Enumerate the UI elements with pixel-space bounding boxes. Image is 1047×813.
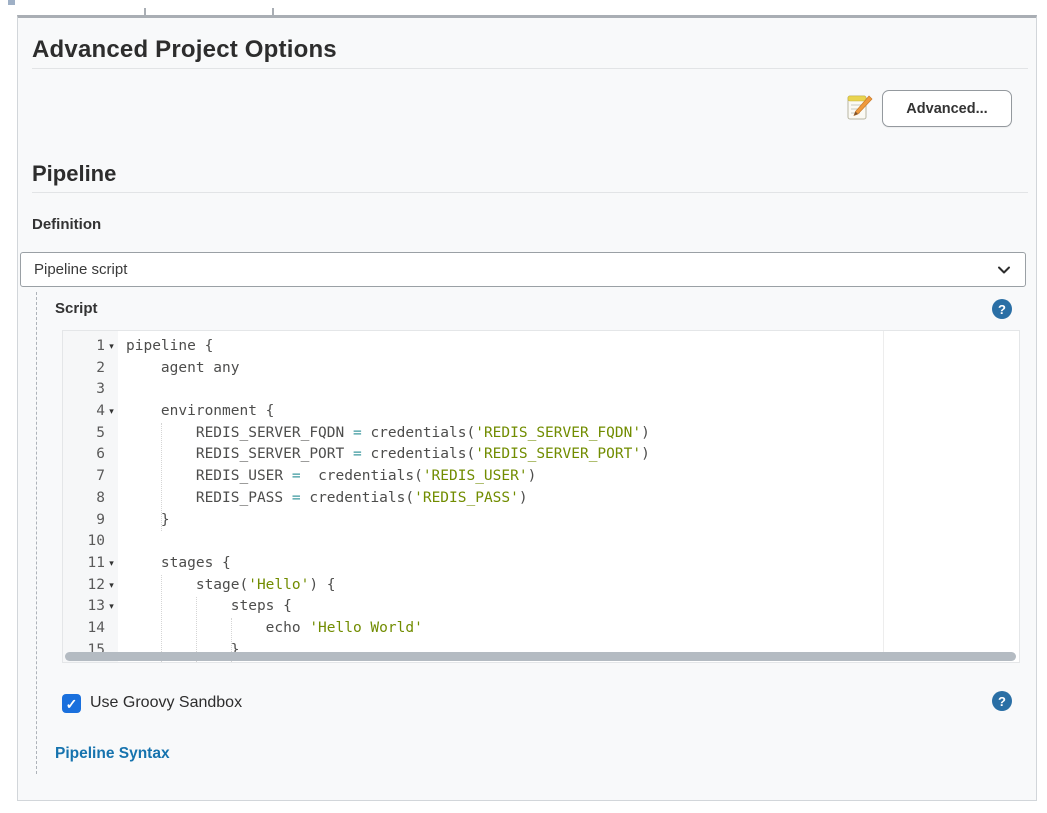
code-line[interactable]: 12▾ stage('Hello') { <box>63 575 1019 597</box>
pipeline-syntax-link[interactable]: Pipeline Syntax <box>55 745 170 762</box>
code-line[interactable]: 9 } <box>63 510 1019 532</box>
sandbox-help-icon[interactable]: ? <box>992 691 1012 711</box>
code-line[interactable]: 13▾ steps { <box>63 596 1019 618</box>
code-text: REDIS_SERVER_FQDN = credentials('REDIS_S… <box>126 424 650 441</box>
line-number: 2 <box>96 359 105 376</box>
definition-label: Definition <box>32 216 102 233</box>
code-text: stages { <box>126 554 231 571</box>
fold-arrow-icon[interactable]: ▾ <box>109 406 114 417</box>
code-text: REDIS_USER = credentials('REDIS_USER') <box>126 468 537 485</box>
tab-divider-tick <box>144 8 146 18</box>
code-line[interactable]: 4▾ environment { <box>63 401 1019 423</box>
line-number: 8 <box>96 489 105 506</box>
code-text: REDIS_SERVER_PORT = credentials('REDIS_S… <box>126 446 650 463</box>
line-number: 10 <box>87 533 105 550</box>
line-number: 3 <box>96 381 105 398</box>
indent-guide <box>196 597 197 662</box>
code-text: } <box>126 511 170 528</box>
code-line[interactable]: 5 REDIS_SERVER_FQDN = credentials('REDIS… <box>63 423 1019 445</box>
section-divider <box>32 68 1028 69</box>
groovy-sandbox-label: Use Groovy Sandbox <box>90 694 243 711</box>
checkmark-icon: ✓ <box>65 695 78 712</box>
line-number: 14 <box>87 619 105 636</box>
chevron-down-icon <box>998 266 1010 274</box>
groovy-sandbox-checkbox[interactable]: ✓ <box>62 694 81 713</box>
code-text: steps { <box>126 598 292 615</box>
indent-guide <box>161 423 162 531</box>
horizontal-scrollbar[interactable] <box>65 652 1016 661</box>
help-glyph: ? <box>998 693 1006 709</box>
code-line[interactable]: 1▾ pipeline { <box>63 336 1019 358</box>
line-number: 6 <box>96 446 105 463</box>
editor-gutter <box>63 331 118 662</box>
print-margin-ruler <box>883 331 884 653</box>
line-number: 13▾ <box>63 596 118 618</box>
top-left-artifact <box>8 0 15 5</box>
code-line[interactable]: 3 <box>63 379 1019 401</box>
line-number: 5 <box>96 424 105 441</box>
fold-arrow-icon[interactable]: ▾ <box>109 341 114 351</box>
code-text: pipeline { <box>126 338 214 354</box>
code-line[interactable]: 11▾ stages { <box>63 553 1019 575</box>
script-label: Script <box>55 300 98 317</box>
code-line[interactable]: 2 agent any <box>63 358 1019 380</box>
line-number: 12▾ <box>63 575 118 597</box>
code-line[interactable]: 7 REDIS_USER = credentials('REDIS_USER') <box>63 466 1019 488</box>
advanced-button[interactable]: Advanced... <box>882 90 1012 127</box>
fold-arrow-icon[interactable]: ▾ <box>109 579 114 590</box>
line-number: 7 <box>96 468 105 485</box>
code-text: environment { <box>126 403 275 420</box>
code-line[interactable]: 8 REDIS_PASS = credentials('REDIS_PASS') <box>63 488 1019 510</box>
line-number: 11▾ <box>63 553 118 575</box>
section-divider <box>32 192 1028 193</box>
tab-divider-tick <box>272 8 274 18</box>
line-number: 9 <box>96 511 105 528</box>
code-text <box>118 531 126 553</box>
code-text: REDIS_PASS = credentials('REDIS_PASS') <box>126 489 528 506</box>
script-help-icon[interactable]: ? <box>992 299 1012 319</box>
definition-dropdown[interactable]: Pipeline script <box>20 252 1026 287</box>
definition-dropdown-value: Pipeline script <box>34 261 128 278</box>
section-indent-line <box>36 292 37 774</box>
help-glyph: ? <box>998 301 1006 317</box>
indent-guide <box>161 575 162 662</box>
fold-arrow-icon[interactable]: ▾ <box>109 601 114 612</box>
page-title: Advanced Project Options <box>32 36 337 63</box>
line-number: 4▾ <box>63 401 118 423</box>
code-line[interactable]: 10 <box>63 531 1019 553</box>
code-text: echo 'Hello World' <box>126 619 423 636</box>
code-text: agent any <box>126 359 240 376</box>
code-line[interactable]: 14 echo 'Hello World' <box>63 618 1019 640</box>
advanced-button-label: Advanced... <box>906 100 988 117</box>
indent-guide <box>231 618 232 662</box>
code-text: stage('Hello') { <box>126 576 336 593</box>
code-text <box>118 379 126 401</box>
line-number: 1▾ <box>63 336 118 358</box>
fold-arrow-icon[interactable]: ▾ <box>109 557 114 568</box>
pipeline-section-title: Pipeline <box>32 161 117 186</box>
notepad-edit-icon <box>847 95 873 120</box>
code-line[interactable]: 6 REDIS_SERVER_PORT = credentials('REDIS… <box>63 444 1019 466</box>
code-text: } <box>126 641 240 658</box>
